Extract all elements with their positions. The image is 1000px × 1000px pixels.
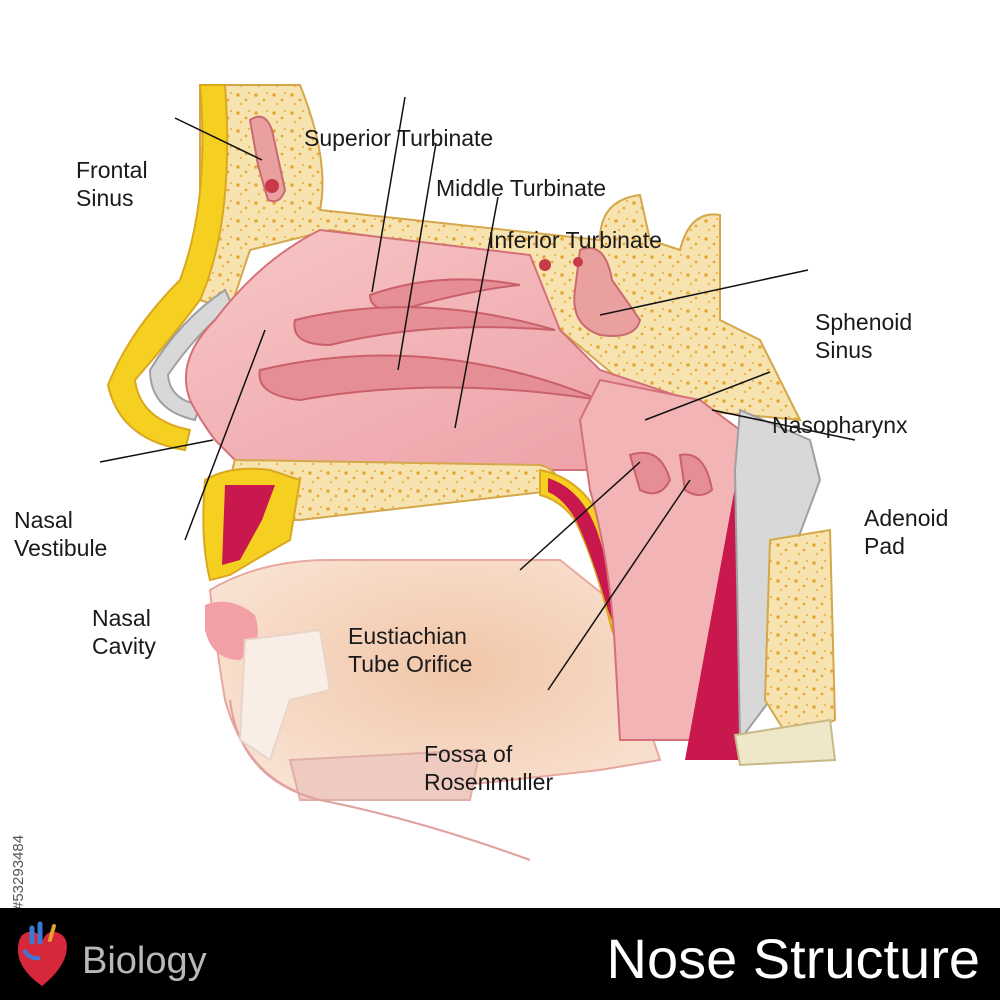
leader-nasopharynx [644,371,771,421]
teeth [238,628,332,762]
upper-gum-muscle [222,485,275,565]
leader-lines [99,96,856,691]
leader-adenoid-pad [711,409,856,441]
cervical-vertebra [763,528,837,742]
nasal-bone [106,84,229,452]
vertebra-lower-cap [733,718,837,767]
leader-rosenmuller [547,479,691,691]
tongue-base [288,748,482,801]
leader-sphenoid-sinus [599,269,809,316]
middle-turbinate-shape [293,306,556,347]
label-nasopharynx: Nasopharynx [772,412,908,438]
label-middle-turbinate: Middle Turbinate [436,175,607,201]
soft-palate-muscle [548,478,628,640]
footer-category: Biology [82,940,207,982]
leader-middle-turbinate [397,142,437,371]
leader-superior-turbinate [371,96,406,293]
inferior-turbinate-shape [258,354,601,402]
label-inferior-turbinate: Inferior Turbinate [488,227,662,253]
footer-bar: Biology Nose Structure [0,908,1000,1000]
rosenmuller-fossa-shape [678,453,714,496]
leader-eustachian [519,461,641,571]
sphenoid-sinus-cavity [573,247,642,337]
leader-nasal-cavity [184,329,266,541]
leader-inferior-turbinate [454,196,499,429]
stock-id: #53293484 [10,834,27,910]
label-superior-turbinate: Superior Turbinate [304,125,494,151]
heart-icon [17,921,67,986]
frontal-sinus-cavity [248,115,287,203]
chin-line [229,699,531,861]
footer-title: Nose Structure [606,927,981,990]
nose-anatomy-diagram [99,84,856,861]
leader-nasal-vestibule [99,439,214,463]
leader-frontal-sinus [174,117,263,161]
